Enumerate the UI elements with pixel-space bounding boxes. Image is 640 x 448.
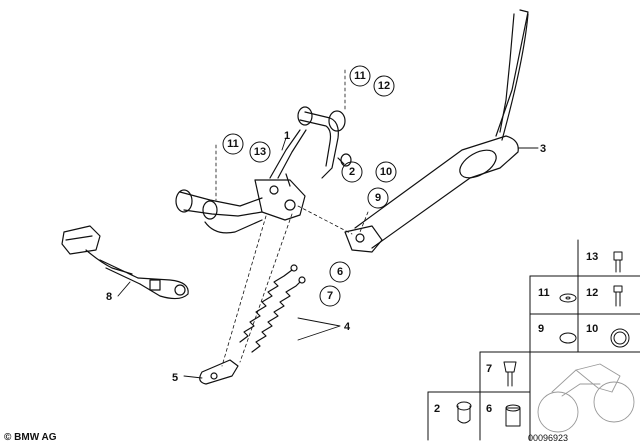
callout-11-top: 11 bbox=[354, 70, 366, 82]
bracket-plate bbox=[199, 359, 239, 385]
callout-1: 1 bbox=[284, 130, 290, 142]
legend-label-10: 10 bbox=[586, 323, 598, 335]
callout-12-top: 12 bbox=[378, 80, 390, 92]
callout-3: 3 bbox=[540, 143, 546, 155]
callout-circles bbox=[222, 65, 397, 307]
callout-5: 5 bbox=[172, 372, 178, 384]
legend-labels: 13 11 12 9 10 7 2 6 bbox=[434, 251, 598, 415]
callout-7: 7 bbox=[327, 290, 333, 302]
legend-label-6: 6 bbox=[486, 403, 492, 415]
springs bbox=[239, 264, 306, 353]
copyright-text: © BMW AG bbox=[4, 432, 57, 443]
legend-label-9: 9 bbox=[538, 323, 544, 335]
callout-2: 2 bbox=[349, 166, 355, 178]
callout-13-left: 13 bbox=[254, 146, 266, 158]
callout-10: 10 bbox=[380, 166, 392, 178]
legend-parts bbox=[456, 251, 630, 427]
callout-8: 8 bbox=[106, 291, 112, 303]
legend-label-7: 7 bbox=[486, 363, 492, 375]
legend-label-12: 12 bbox=[586, 287, 598, 299]
legend-label-13: 13 bbox=[586, 251, 598, 263]
callout-9: 9 bbox=[375, 192, 381, 204]
side-stand-switch bbox=[61, 225, 189, 300]
stand-frame bbox=[175, 106, 352, 234]
legend-label-2: 2 bbox=[434, 403, 440, 415]
kickstand-leg bbox=[344, 9, 529, 253]
callout-6: 6 bbox=[337, 266, 343, 278]
callout-4: 4 bbox=[344, 321, 351, 333]
legend-grid bbox=[427, 239, 640, 441]
callout-leaders bbox=[117, 137, 539, 379]
leader-lines bbox=[215, 69, 369, 367]
callout-labels: 1 2 3 4 5 6 7 8 9 10 11 12 11 13 bbox=[106, 70, 546, 384]
legend-label-11: 11 bbox=[538, 287, 550, 299]
diagram-number: 00096923 bbox=[528, 433, 569, 443]
callout-11-left: 11 bbox=[227, 138, 239, 150]
motorcycle-outline bbox=[537, 363, 635, 433]
